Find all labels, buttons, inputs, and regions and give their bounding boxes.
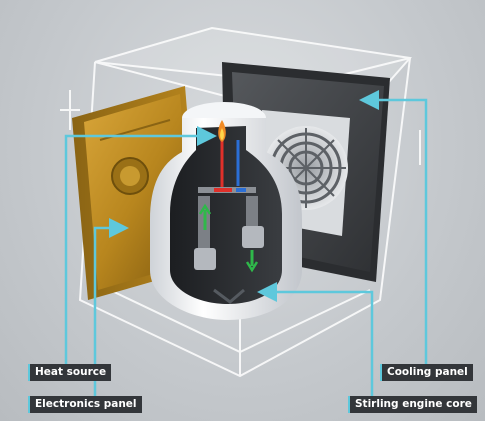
leader-lines — [64, 90, 428, 404]
leader-stirling-core — [257, 282, 374, 404]
electronics-panel-label: Electronics panel — [28, 396, 142, 413]
cooling-panel-label: Cooling panel — [380, 364, 473, 381]
leader-heat-source — [64, 126, 217, 372]
stirling-engine-core-label: Stirling engine core — [348, 396, 477, 413]
stirling-core-shape — [150, 102, 302, 320]
heat-source-label: Heat source — [28, 364, 112, 381]
leader-cooling-panel — [359, 90, 428, 372]
leader-electronics-panel — [93, 218, 129, 404]
cooling-panel-shape — [222, 62, 390, 282]
